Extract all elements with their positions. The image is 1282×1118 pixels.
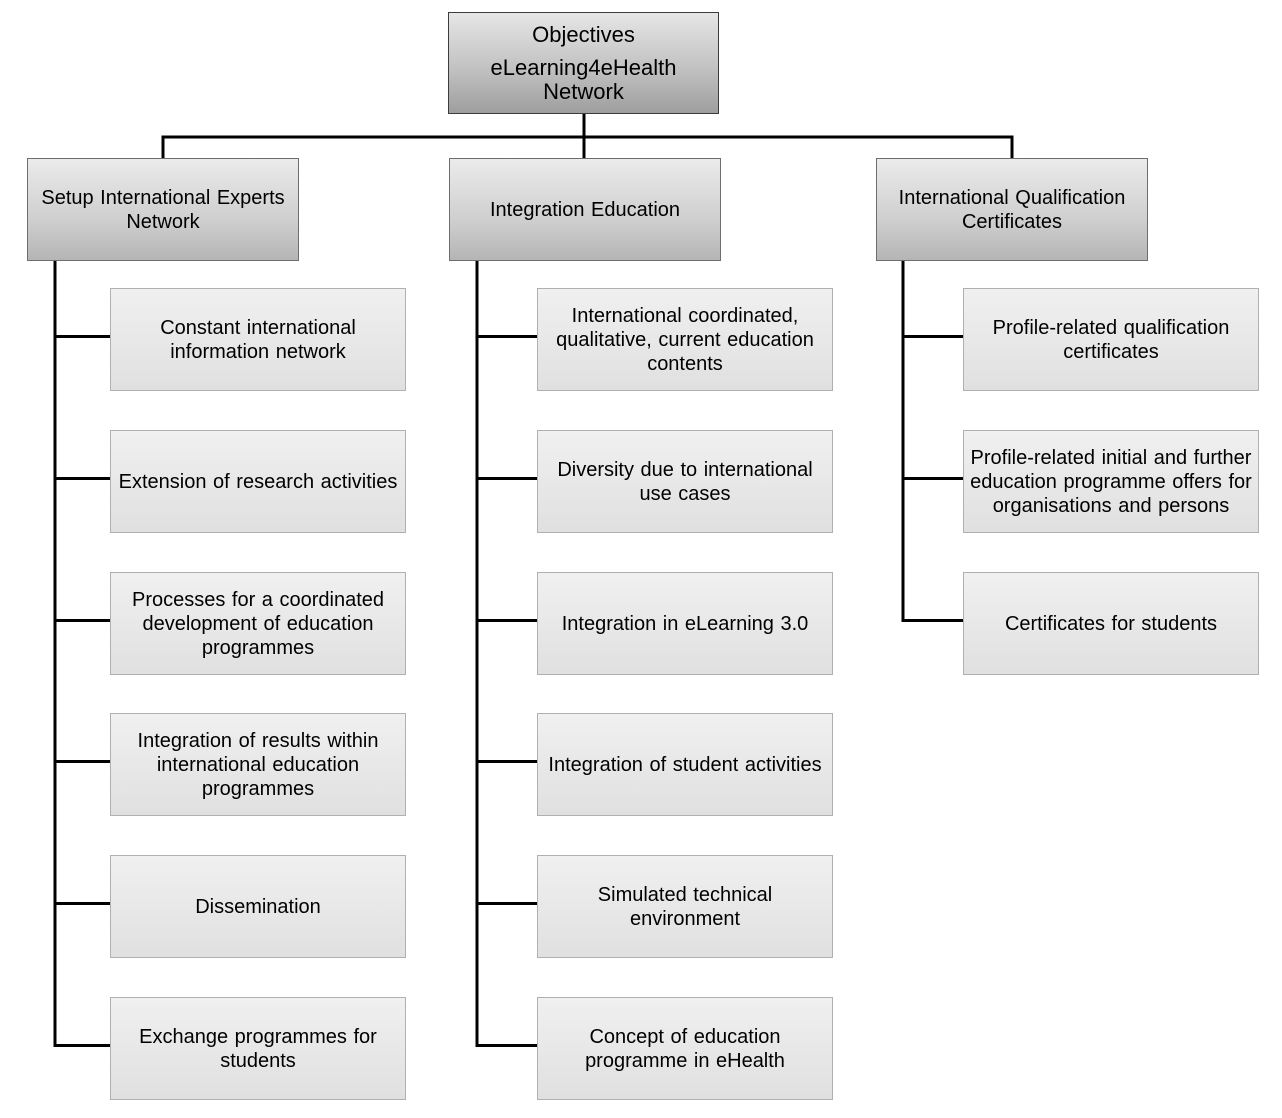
leaf-box: Diversity due to international use cases	[537, 430, 833, 533]
root-objectives-box: Objectives eLearning4eHealth Network	[448, 12, 719, 114]
category-box-integration-education: Integration Education	[449, 158, 721, 261]
leaf-label: Exchange programmes for students	[139, 1025, 377, 1072]
leaf-label: Dissemination	[195, 895, 321, 918]
leaf-box: Concept of education programme in eHealt…	[537, 997, 833, 1100]
category-box-experts-network: Setup International Experts Network	[27, 158, 299, 261]
leaf-box: Certificates for students	[963, 572, 1259, 675]
leaf-label: Integration of student activities	[548, 753, 822, 776]
category-title: Setup International Experts Network	[41, 186, 285, 233]
leaf-label: Integration in eLearning 3.0	[561, 612, 809, 635]
leaf-box: Dissemination	[110, 855, 406, 958]
leaf-label: Extension of research activities	[118, 470, 398, 493]
leaf-label: Simulated technical environment	[597, 883, 773, 930]
leaf-box: Integration of student activities	[537, 713, 833, 816]
leaf-box: Integration of results within internatio…	[110, 713, 406, 816]
leaf-box: Profile-related qualification certificat…	[963, 288, 1259, 391]
leaf-box: Constant international information netwo…	[110, 288, 406, 391]
category-title: Integration Education	[489, 198, 681, 221]
leaf-box: Extension of research activities	[110, 430, 406, 533]
leaf-box: Integration in eLearning 3.0	[537, 572, 833, 675]
leaf-box: Exchange programmes for students	[110, 997, 406, 1100]
leaf-box: Simulated technical environment	[537, 855, 833, 958]
leaf-label: Integration of results within internatio…	[137, 729, 379, 800]
leaf-label: Certificates for students	[1004, 612, 1218, 635]
category-box-qualification-certificates: International Qualification Certificates	[876, 158, 1148, 261]
leaf-label: Processes for a coordinated development …	[131, 588, 385, 659]
leaf-label: Profile-related initial and further educ…	[970, 446, 1252, 517]
leaf-label: Constant international information netwo…	[160, 316, 356, 363]
leaf-label: International coordinated, qualitative, …	[556, 304, 814, 375]
leaf-label: Concept of education programme in eHealt…	[585, 1025, 785, 1072]
leaf-box: Profile-related initial and further educ…	[963, 430, 1259, 533]
leaf-box: Processes for a coordinated development …	[110, 572, 406, 675]
root-subtitle: eLearning4eHealth Network	[490, 55, 677, 104]
root-title: Objectives	[532, 22, 635, 47]
leaf-box: International coordinated, qualitative, …	[537, 288, 833, 391]
category-title: International Qualification Certificates	[898, 186, 1126, 233]
leaf-label: Profile-related qualification certificat…	[992, 316, 1230, 363]
leaf-label: Diversity due to international use cases	[557, 458, 813, 505]
